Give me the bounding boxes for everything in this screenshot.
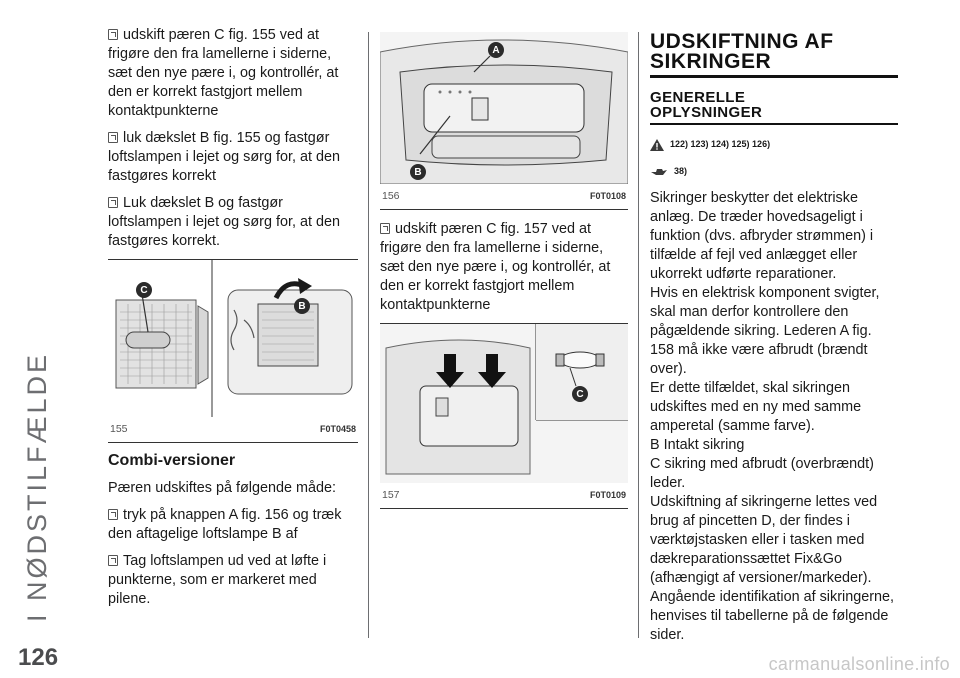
middle-column: A B 156 F0T0108 udskift pæren C fig. 157… bbox=[380, 32, 628, 509]
section-subheading: GENERELLE OPLYSNINGER bbox=[650, 90, 898, 125]
list-item: Tag loftslampen ud ved at løfte i punkte… bbox=[108, 553, 327, 607]
intro-text: Pæren udskiftes på følgende måde: bbox=[108, 480, 336, 496]
figure-156-illustration: A B bbox=[380, 32, 628, 184]
warning-references: 122) 123) 124) 125) 126) bbox=[650, 135, 898, 154]
callout-label-b: B bbox=[294, 298, 310, 314]
section-title-text: I NØDSTILFÆLDE bbox=[22, 351, 52, 622]
figure-number: 156 bbox=[382, 190, 400, 202]
callout-label-c: C bbox=[136, 282, 152, 298]
list-item: Luk dækslet B og fastgør loftslampen i l… bbox=[108, 195, 340, 249]
section-title-vertical: I NØDSTILFÆLDE bbox=[22, 30, 62, 630]
figure-157: C 157 F0T0109 bbox=[380, 323, 628, 509]
paragraph: Angående identifikation af sikringerne, … bbox=[650, 589, 895, 643]
bullet-icon bbox=[108, 509, 118, 520]
column-divider-2 bbox=[638, 32, 639, 638]
figure-code: F0T0108 bbox=[589, 191, 626, 201]
caution-references: 38) bbox=[650, 162, 898, 181]
callout-label-c: C bbox=[572, 386, 588, 402]
watermark: carmanualsonline.info bbox=[768, 654, 950, 674]
list-item: luk dækslet B fig. 155 og fastgør loftsl… bbox=[108, 130, 340, 184]
figure-155: C B 155 F0T0458 bbox=[108, 259, 358, 443]
paragraph: C sikring med afbrudt (overbrændt) leder… bbox=[650, 456, 874, 491]
paragraph: Sikringer beskytter det elektriske anlæg… bbox=[650, 190, 874, 282]
bullet-icon bbox=[108, 555, 118, 566]
subheading-combi: Combi-versioner bbox=[108, 452, 236, 469]
paragraph: B Intakt sikring bbox=[650, 437, 745, 453]
section-heading: UDSKIFTNING AF SIKRINGER bbox=[650, 31, 898, 78]
oil-can-caution-icon bbox=[651, 168, 667, 175]
figure-caption: 155 F0T0458 bbox=[108, 417, 358, 442]
figure-caption: 156 F0T0108 bbox=[380, 184, 628, 209]
bullet-icon bbox=[380, 223, 390, 234]
roof-lamp-bulb-illustration bbox=[380, 324, 628, 483]
left-column: udskift pæren C fig. 155 ved at frigøre … bbox=[108, 26, 358, 617]
figure-number: 155 bbox=[110, 423, 128, 435]
callout-label-b: B bbox=[410, 164, 426, 180]
paragraph: Er dette tilfældet, skal sikringen udski… bbox=[650, 380, 862, 434]
callout-label-a: A bbox=[488, 42, 504, 58]
body-text: Sikringer beskytter det elektriske anlæg… bbox=[650, 189, 898, 645]
roof-lamp-open-illustration bbox=[115, 260, 353, 417]
figure-155-illustration: C B bbox=[108, 259, 358, 417]
bullet-icon bbox=[108, 197, 118, 208]
figure-caption: 157 F0T0109 bbox=[380, 483, 628, 508]
figure-number: 157 bbox=[382, 489, 400, 501]
page-number: 126 bbox=[18, 644, 59, 671]
warning-triangle-icon bbox=[650, 138, 664, 151]
list-item: udskift pæren C fig. 157 ved at frigøre … bbox=[380, 221, 611, 313]
right-column: UDSKIFTNING AF SIKRINGER GENERELLE OPLYS… bbox=[650, 31, 898, 645]
paragraph: Udskiftning af sikringerne lettes ved br… bbox=[650, 494, 878, 586]
list-item: tryk på knappen A fig. 156 og træk den a… bbox=[108, 507, 342, 542]
list-item: udskift pæren C fig. 155 ved at frigøre … bbox=[108, 27, 339, 119]
figure-157-illustration: C bbox=[380, 323, 628, 483]
bullet-icon bbox=[108, 29, 118, 40]
figure-156: A B 156 F0T0108 bbox=[380, 32, 628, 210]
bullet-icon bbox=[108, 132, 118, 143]
figure-code: F0T0458 bbox=[319, 424, 356, 434]
roof-lamp-combi-illustration bbox=[380, 32, 628, 184]
figure-code: F0T0109 bbox=[589, 490, 626, 500]
paragraph: Hvis en elektrisk komponent svigter, ska… bbox=[650, 285, 880, 377]
column-divider-1 bbox=[368, 32, 369, 638]
